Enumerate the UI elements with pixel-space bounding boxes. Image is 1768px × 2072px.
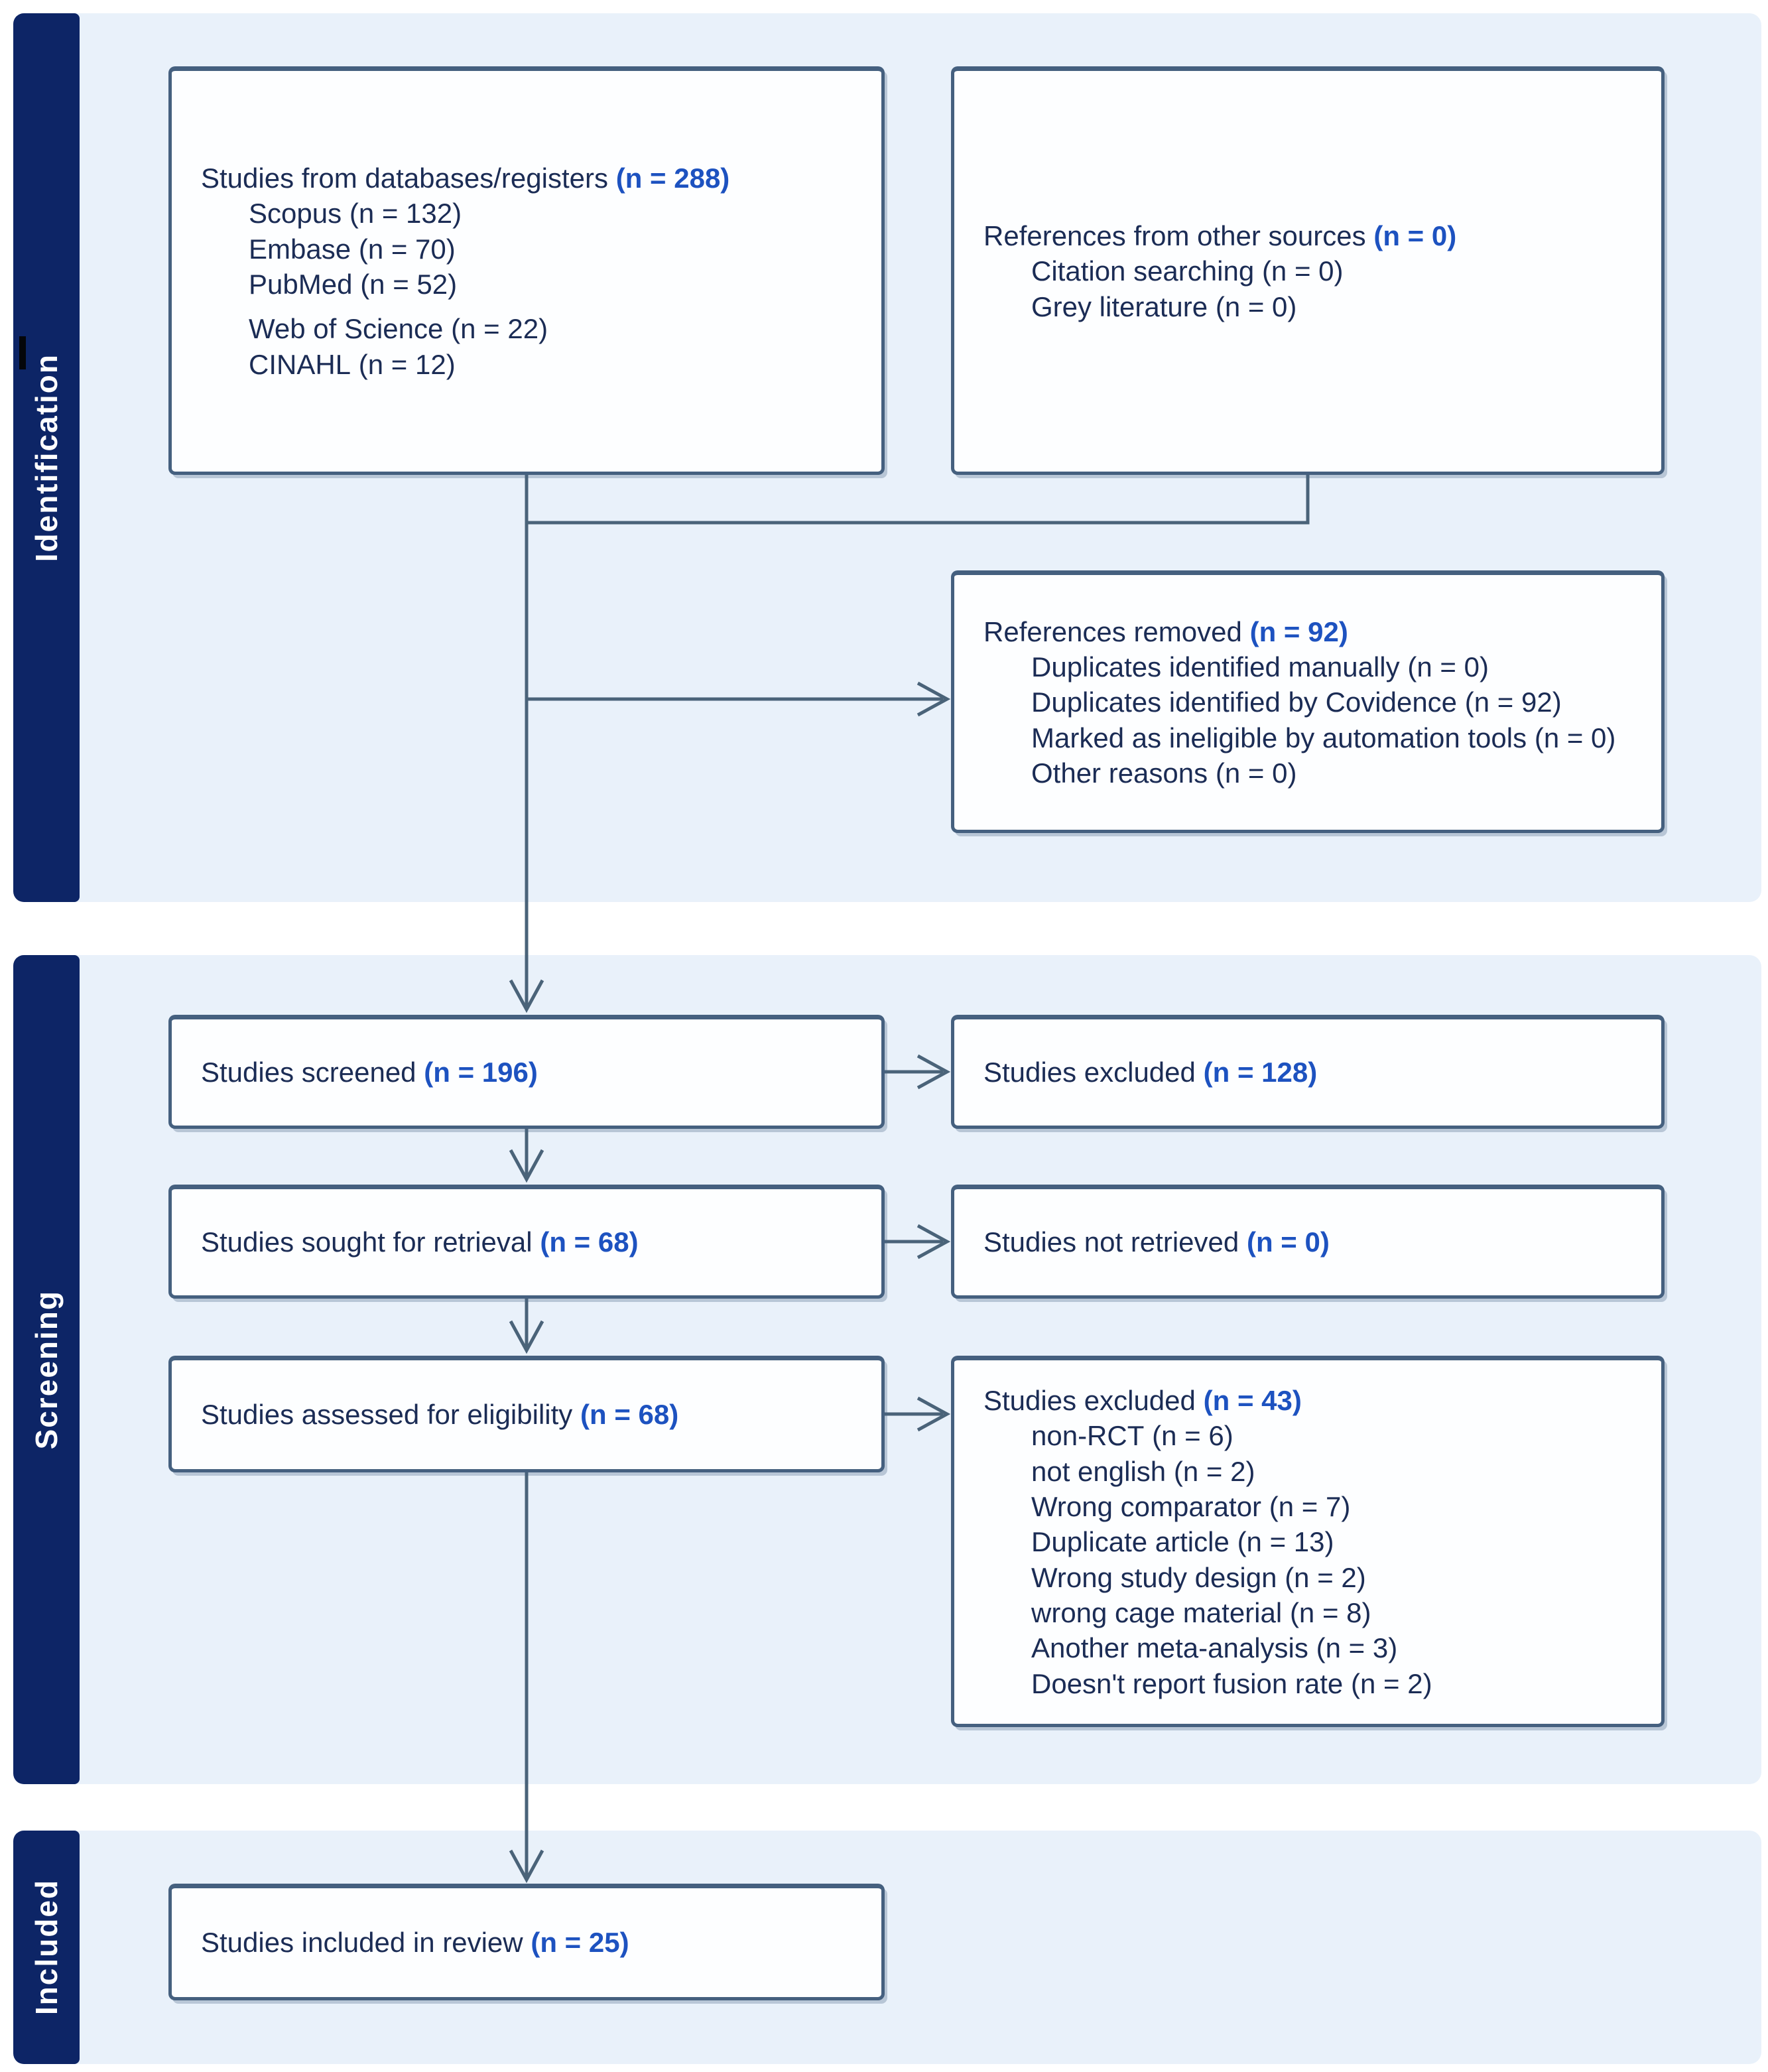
list-item: Embase(n = 70) — [249, 233, 456, 265]
count-badge: (n = 0) — [1246, 1226, 1330, 1258]
list-item: Web of Science(n = 22) — [249, 313, 548, 345]
list-item: wrong cage material(n = 8) — [1031, 1596, 1371, 1628]
box-sought: Studies sought for retrieval(n = 68) — [168, 1185, 885, 1299]
list-item: Other reasons(n = 0) — [1031, 757, 1297, 789]
box-title: Studies excluded(n = 128) — [983, 1057, 1318, 1088]
box-title: Studies included in review(n = 25) — [201, 1927, 629, 1959]
box-included-review: Studies included in review(n = 25) — [168, 1884, 885, 2000]
list-item: Grey literature(n = 0) — [1031, 291, 1297, 322]
list-item: PubMed(n = 52) — [249, 269, 458, 300]
box-excluded-screening: Studies excluded(n = 128) — [951, 1015, 1665, 1129]
box-references-removed: References removed(n = 92) Duplicates id… — [951, 570, 1665, 833]
box-other-sources: References from other sources(n = 0) Cit… — [951, 66, 1665, 475]
identification-label: Identification — [29, 353, 64, 562]
list-item: Wrong comparator(n = 7) — [1031, 1491, 1351, 1522]
sidebar-identification: Identification — [13, 13, 80, 902]
list-item: Duplicate article(n = 13) — [1031, 1526, 1334, 1558]
list-item: Duplicates identified manually(n = 0) — [1031, 651, 1489, 682]
count-badge: (n = 25) — [531, 1927, 629, 1959]
box-title: Studies from databases/registers(n = 288… — [201, 162, 730, 194]
box-title: Studies not retrieved(n = 0) — [983, 1226, 1330, 1258]
stray-mark — [19, 336, 26, 369]
list-item: CINAHL(n = 12) — [249, 348, 456, 380]
list-item: Doesn't report fusion rate(n = 2) — [1031, 1667, 1432, 1699]
sidebar-included: Included — [13, 1831, 80, 2064]
count-badge: (n = 68) — [580, 1399, 679, 1431]
sidebar-screening: Screening — [13, 955, 80, 1784]
included-label: Included — [29, 1879, 64, 2016]
count-badge: (n = 92) — [1249, 615, 1348, 647]
box-databases: Studies from databases/registers(n = 288… — [168, 66, 885, 475]
list-item: Wrong study design(n = 2) — [1031, 1561, 1366, 1593]
box-assessed: Studies assessed for eligibility(n = 68) — [168, 1356, 885, 1472]
box-title: Studies sought for retrieval(n = 68) — [201, 1226, 639, 1258]
count-badge: (n = 0) — [1373, 220, 1457, 251]
box-title: References removed(n = 92) — [983, 615, 1348, 647]
box-title: Studies excluded(n = 43) — [983, 1385, 1302, 1417]
box-excluded-eligibility: Studies excluded(n = 43) non-RCT(n = 6) … — [951, 1356, 1665, 1727]
box-title: Studies assessed for eligibility(n = 68) — [201, 1399, 679, 1431]
box-screened: Studies screened(n = 196) — [168, 1015, 885, 1129]
box-not-retrieved: Studies not retrieved(n = 0) — [951, 1185, 1665, 1299]
count-badge: (n = 68) — [540, 1226, 639, 1258]
count-badge: (n = 288) — [615, 162, 730, 194]
list-item: Another meta-analysis(n = 3) — [1031, 1632, 1398, 1664]
box-title: Studies screened(n = 196) — [201, 1057, 538, 1088]
screening-label: Screening — [29, 1289, 64, 1450]
list-item: Citation searching(n = 0) — [1031, 255, 1344, 287]
list-item: Marked as ineligible by automation tools… — [1031, 722, 1616, 753]
list-item: Scopus(n = 132) — [249, 198, 462, 229]
count-badge: (n = 128) — [1203, 1057, 1318, 1088]
list-item: non-RCT(n = 6) — [1031, 1420, 1233, 1452]
count-badge: (n = 43) — [1203, 1385, 1302, 1417]
list-item: Duplicates identified by Covidence(n = 9… — [1031, 686, 1562, 718]
list-item: not english(n = 2) — [1031, 1455, 1255, 1487]
count-badge: (n = 196) — [424, 1057, 538, 1088]
box-title: References from other sources(n = 0) — [983, 220, 1457, 251]
